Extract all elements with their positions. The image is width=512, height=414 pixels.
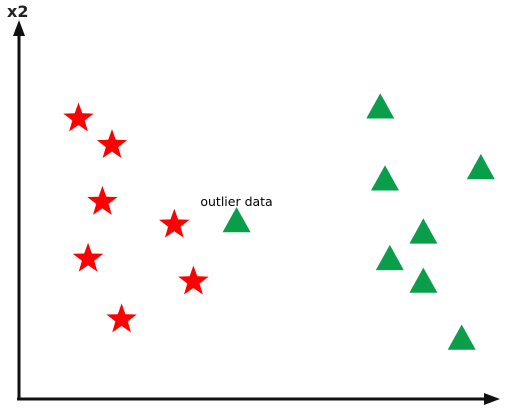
data-marks [63,93,495,350]
triangle-point [447,324,476,350]
triangle-point [466,153,495,180]
annotation-label: outlier data [200,194,272,209]
star-point [178,265,209,295]
star-point [106,303,137,333]
triangle-point [366,93,395,119]
x-axis-arrow [484,393,500,405]
star-point [72,242,104,272]
annotations: outlier data [200,194,272,209]
y-axis-label: x2 [7,2,28,21]
triangle-point [375,244,404,271]
triangle-point [222,207,251,233]
triangle-point [409,218,438,244]
axes: x2 [7,2,500,405]
triangle-point [371,165,399,191]
star-point [159,208,190,238]
star-point [63,102,94,132]
y-axis-arrow [13,20,25,36]
star-point [87,185,118,215]
star-point [96,129,128,158]
triangle-point [409,267,438,293]
